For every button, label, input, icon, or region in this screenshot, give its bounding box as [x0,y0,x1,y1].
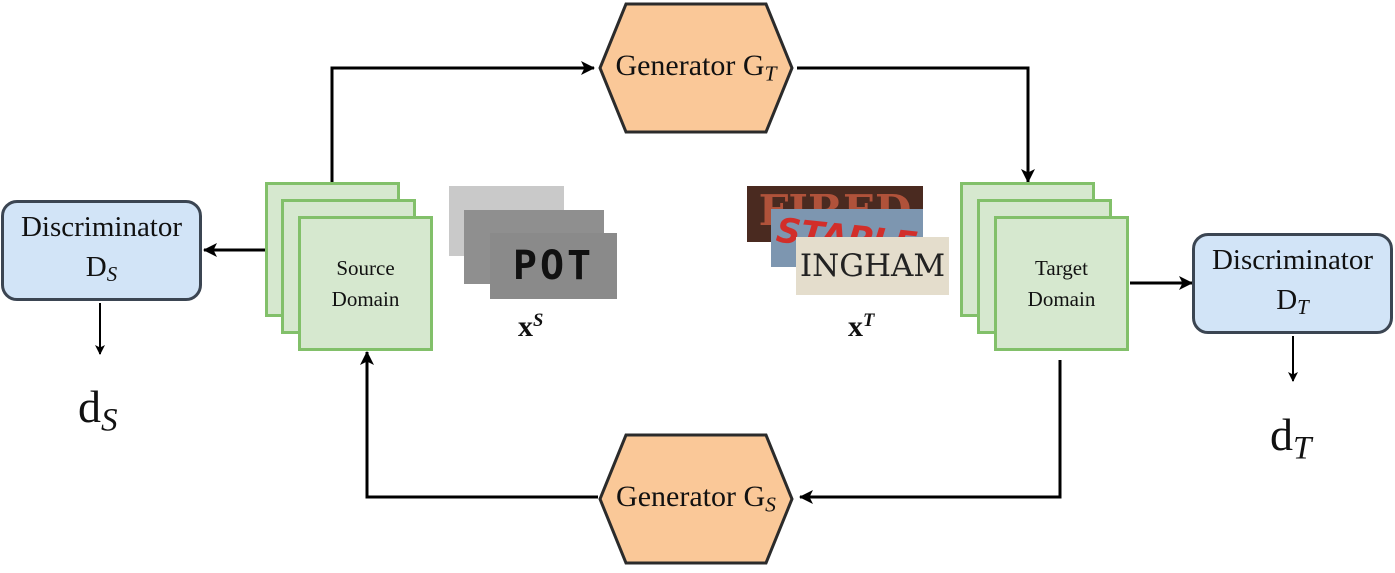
arrow-source-to-generator-t [330,61,595,182]
output-target: dT [1270,409,1312,467]
hexagon-shape [598,2,794,134]
generator-target: Generator GT [598,2,794,134]
target-domain-card-front: Target Domain [994,216,1129,351]
discriminator-source: Discriminator DS [1,200,202,301]
discriminator-target-symbol: DT [1276,283,1309,320]
target-domain-label-line1: Target [1035,255,1088,280]
source-domain-label-line2: Domain [331,286,400,311]
discriminator-target-title: Discriminator [1211,243,1374,276]
arrow-target-to-generator-s [799,360,1062,504]
source-domain-card-front: Source Domain [298,216,433,351]
arrow-generator-t-to-target [797,66,1035,183]
generator-source-label: Generator GS [616,480,776,517]
target-domain-label-line2: Domain [1027,286,1096,311]
target-sample-variable: xT [848,310,875,344]
discriminator-target: Discriminator DT [1192,233,1393,334]
arrow-generator-s-to-source [360,351,598,499]
source-sample-variable: xS [518,310,544,344]
generator-source: Generator GS [598,433,794,565]
output-source: dS [78,381,118,439]
source-domain-label-line1: Source [336,255,395,280]
source-sample-image-3: POT [490,233,617,299]
discriminator-source-title: Discriminator [20,210,183,243]
generator-target-label: Generator GT [615,49,777,86]
discriminator-source-symbol: DS [85,250,118,287]
hexagon-shape [598,433,794,565]
target-sample-image-3: INGHAM [796,237,949,295]
